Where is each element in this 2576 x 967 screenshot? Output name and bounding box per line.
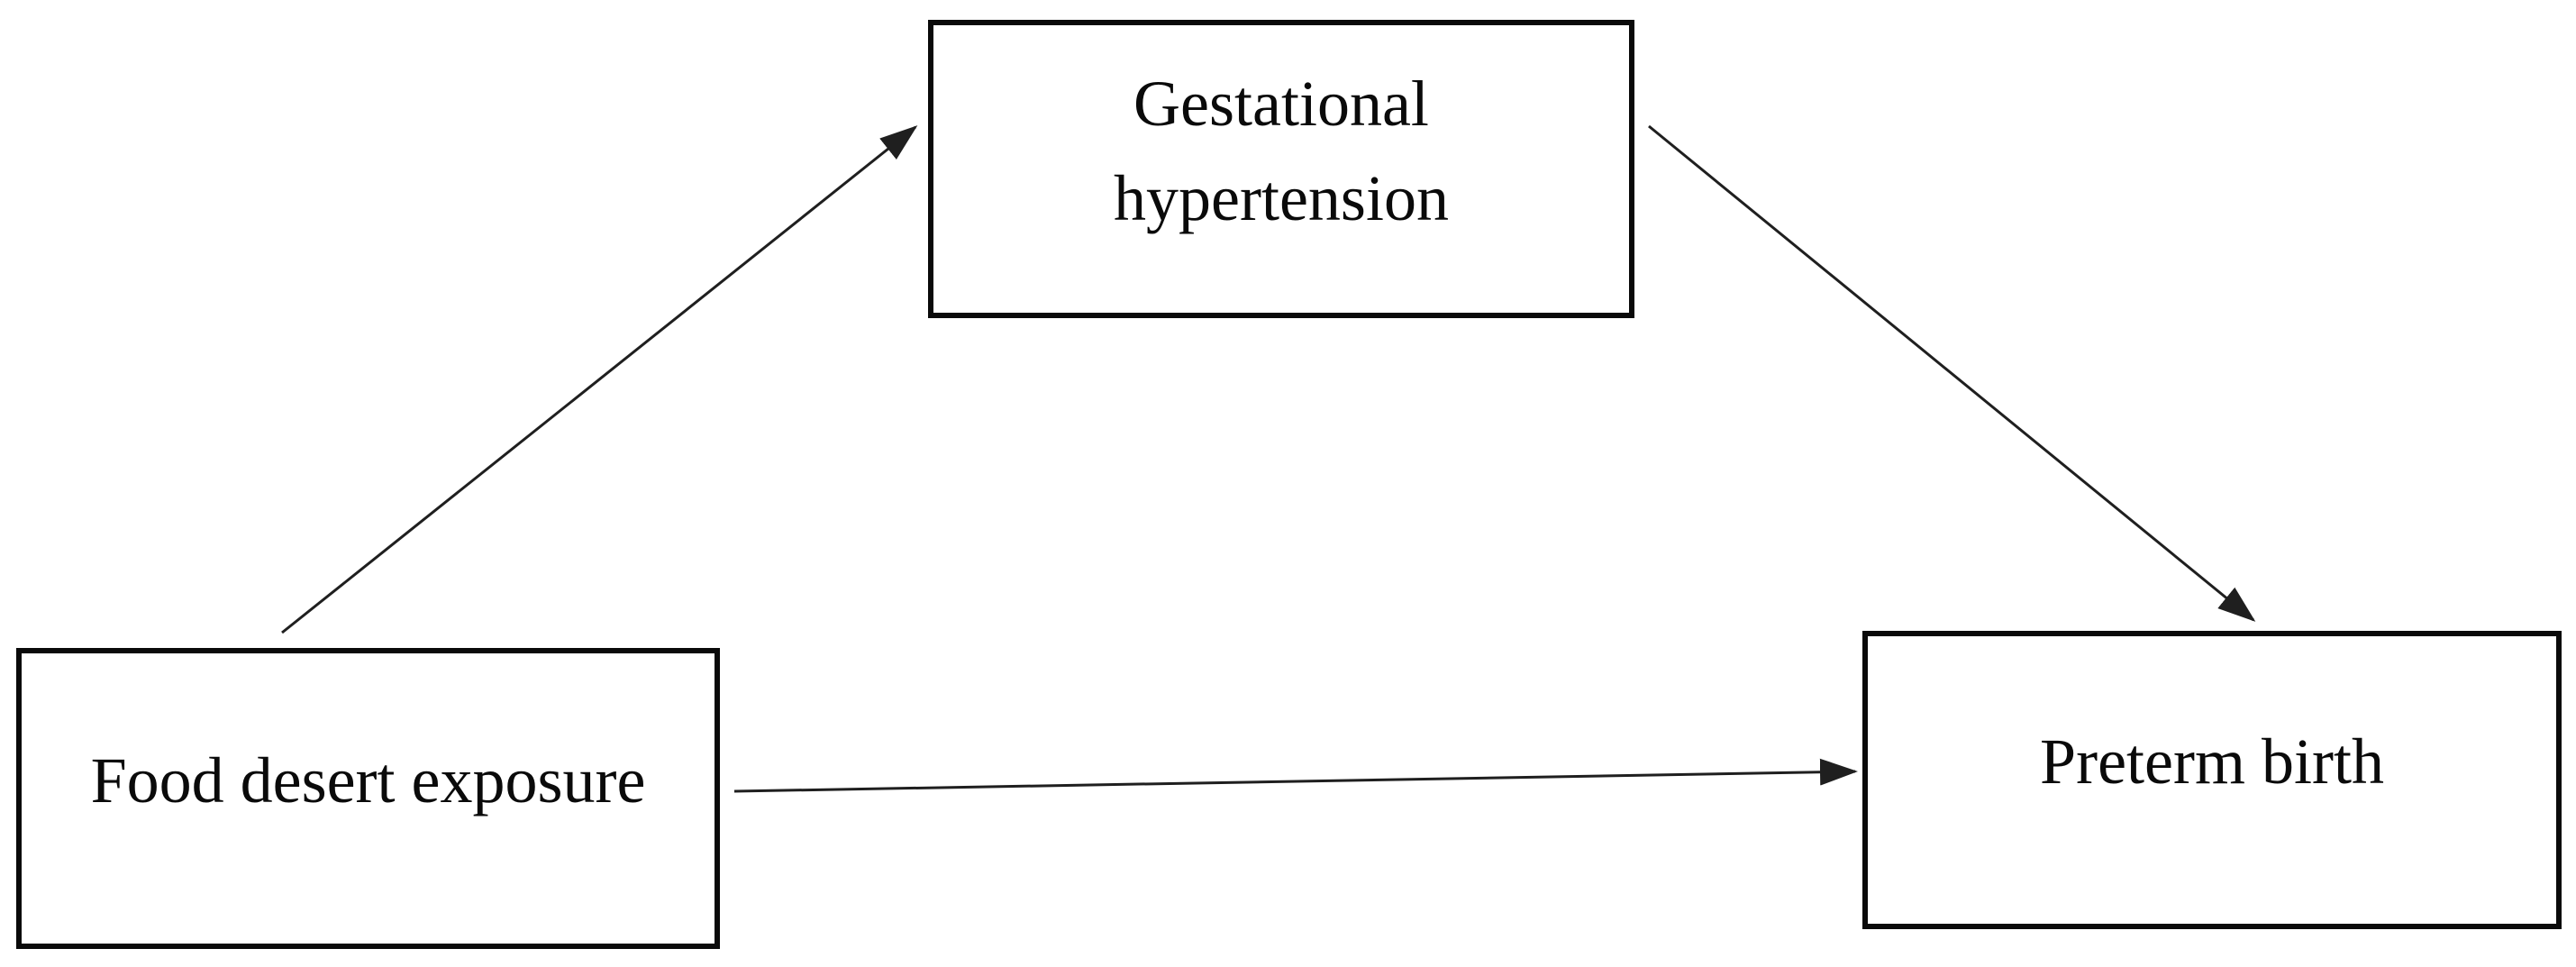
node-gestational-hypertension: Gestational hypertension	[928, 20, 1634, 318]
node-label-mediator: Gestational hypertension	[1114, 68, 1449, 234]
node-food-desert-exposure: Food desert exposure	[16, 648, 720, 949]
arrow-exposure-to-mediator	[281, 125, 918, 634]
node-label-outcome: Preterm birth	[2040, 725, 2384, 798]
node-preterm-birth: Preterm birth	[1862, 631, 2562, 929]
arrow-mediator-to-outcome	[1648, 124, 2256, 622]
arrow-exposure-to-outcome	[733, 758, 1858, 793]
node-label-exposure: Food desert exposure	[90, 743, 646, 816]
